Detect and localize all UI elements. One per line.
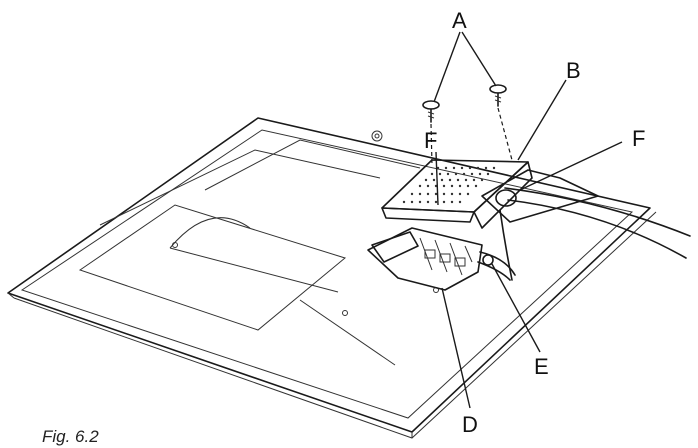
callout-f-left: F: [424, 128, 437, 153]
screw-right: [489, 84, 507, 107]
hob-underside-plate: [7, 117, 657, 439]
screw-left: [422, 100, 440, 123]
callout-b: B: [566, 58, 581, 83]
cable-clamp: [477, 251, 516, 281]
screw-right-path: [497, 107, 513, 161]
callout-a: A: [452, 8, 467, 33]
figure-caption: Fig. 6.2: [42, 427, 99, 446]
callout-e: E: [534, 354, 549, 379]
cover-vent-grid: [402, 166, 496, 204]
callout-d: D: [462, 412, 478, 437]
mains-cable: [499, 187, 691, 281]
leader-lines: [433, 31, 623, 409]
terminal-block: [367, 227, 483, 291]
terminal-cover: [381, 159, 599, 229]
callout-f-right: F: [632, 126, 645, 151]
